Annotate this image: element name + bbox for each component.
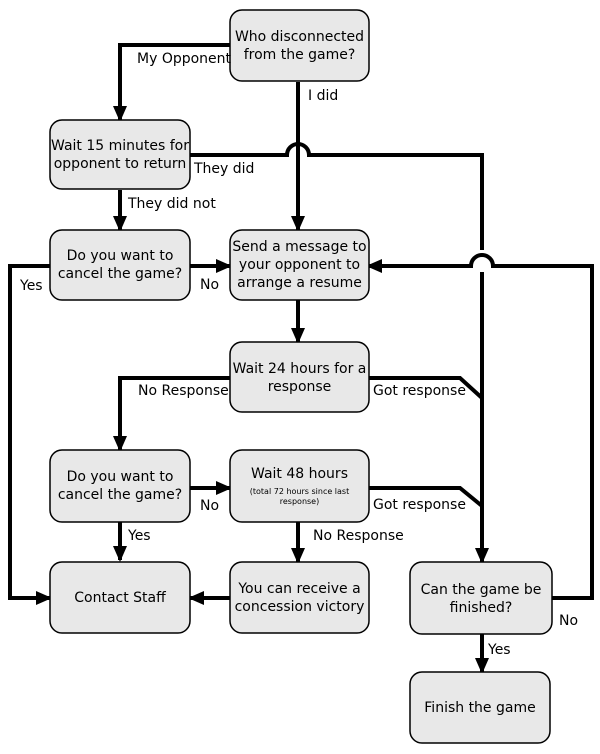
edges <box>8 43 594 674</box>
edge-label-no-cancel2: No <box>200 498 219 514</box>
node-text: arrange a resume <box>237 275 362 291</box>
node-wait-48-hours: Wait 48 hours (total 72 hours since last… <box>229 449 370 523</box>
node-wait-24-hours: Wait 24 hours for a response <box>229 341 370 413</box>
node-concession-victory: You can receive a concession victory <box>229 561 370 634</box>
node-text: Finish the game <box>424 700 535 716</box>
node-text: opponent to return <box>54 156 187 172</box>
node-text: Wait 15 minutes for <box>51 138 189 154</box>
node-text: cancel the game? <box>58 266 182 282</box>
node-text: Wait 48 hours <box>251 466 348 482</box>
edge-label-no-cancel1: No <box>200 277 219 293</box>
node-text: finished? <box>450 600 513 616</box>
edge-label-i-did: I did <box>308 88 338 104</box>
node-send-message: Send a message to your opponent to arran… <box>229 229 370 301</box>
node-text: You can receive a <box>237 581 360 597</box>
node-text: Contact Staff <box>74 590 166 606</box>
edge-label-got-response-24: Got response <box>373 383 466 399</box>
node-wait-15-minutes: Wait 15 minutes for opponent to return <box>49 119 191 190</box>
node-text: cancel the game? <box>58 487 182 503</box>
node-text: concession victory <box>235 599 365 615</box>
edge-label-yes-cancel2: Yes <box>127 528 151 544</box>
edge-who-to-wait15 <box>113 43 230 122</box>
node-text: response <box>268 379 332 395</box>
node-who-disconnected: Who disconnected from the game? <box>229 9 370 82</box>
edge-label-they-did-not: They did not <box>127 196 216 212</box>
edge-label-no-response-48: No Response <box>313 528 404 544</box>
node-text: from the game? <box>244 47 356 63</box>
edge-label-yes-finishable: Yes <box>487 642 511 658</box>
node-note-text: (total 72 hours since last <box>250 487 349 496</box>
edge-finishable-to-send <box>366 253 594 600</box>
node-text: Do you want to <box>67 248 174 264</box>
node-text: Wait 24 hours for a <box>233 361 367 377</box>
edge-labels: My Opponent I did They did They did not … <box>19 51 578 658</box>
node-text: Send a message to <box>232 239 366 255</box>
edge-label-no-response-24: No Response <box>138 383 229 399</box>
node-text: Can the game be <box>421 582 542 598</box>
edge-wait24-to-finishable <box>368 376 484 400</box>
edge-label-no-finishable: No <box>559 613 578 629</box>
node-cancel-game-2: Do you want to cancel the game? <box>49 449 191 523</box>
node-cancel-game-1: Do you want to cancel the game? <box>49 229 191 301</box>
edge-label-they-did: They did <box>193 161 254 177</box>
node-finish-the-game: Finish the game <box>409 671 551 744</box>
node-contact-staff: Contact Staff <box>49 561 191 634</box>
edge-label-yes-cancel1: Yes <box>19 278 43 294</box>
node-text: your opponent to <box>239 257 360 273</box>
node-note-text: response) <box>280 497 319 506</box>
node-text: Who disconnected <box>235 29 364 45</box>
edge-cancel1-to-staff <box>8 264 52 605</box>
edge-wait24-to-cancel2 <box>113 376 230 452</box>
node-text: Do you want to <box>67 469 174 485</box>
edge-label-my-opponent: My Opponent <box>137 51 232 67</box>
edge-label-got-response-48: Got response <box>373 497 466 513</box>
node-can-game-be-finished: Can the game be finished? <box>409 561 553 635</box>
edge-wait15-they-did <box>190 142 484 250</box>
edge-wait48-to-finishable <box>368 486 484 508</box>
